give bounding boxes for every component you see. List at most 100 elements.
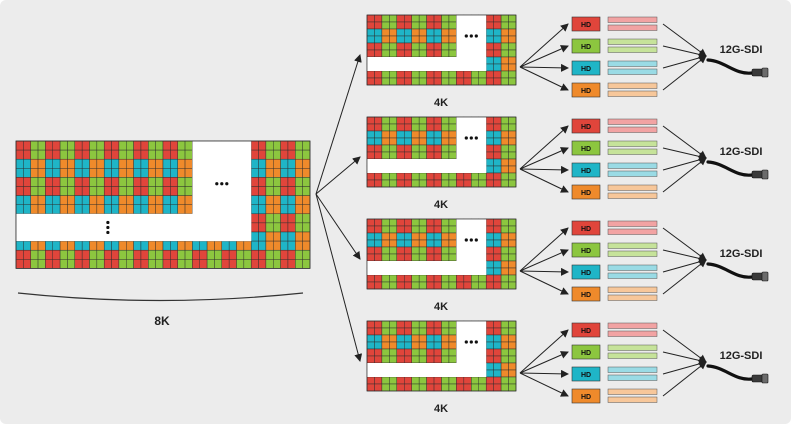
hd-box [571, 242, 601, 258]
hd-box [571, 184, 601, 200]
sdi-cable-icon [706, 364, 769, 384]
link-bar [607, 90, 658, 97]
output-arrow [662, 157, 707, 193]
link-arrow [519, 165, 569, 174]
link-bar [607, 250, 658, 257]
quadrant-gap-horizontal [367, 363, 487, 377]
split-arrow-2 [315, 156, 361, 195]
hd-box [571, 118, 601, 134]
link-arrow [519, 270, 569, 295]
hd-label: HD [581, 168, 591, 175]
hd-label: HD [581, 270, 591, 277]
link-bar [607, 352, 658, 359]
link-bar [607, 38, 658, 45]
quadrant-ellipsis [464, 136, 478, 140]
split-arrow-1 [315, 54, 362, 195]
link-bar [607, 16, 658, 23]
link-bar [607, 46, 658, 53]
link-bar [607, 162, 658, 169]
link-bar [607, 24, 658, 31]
output-12g-sdi-label: 12G-SDI [720, 350, 763, 362]
link-bar [607, 228, 658, 235]
quadrant-4k-frame [366, 14, 517, 86]
link-bar [607, 264, 658, 271]
link-arrow [519, 147, 569, 170]
split-arrow-4 [315, 193, 363, 362]
quadrant-gap-horizontal [367, 159, 487, 173]
quadrant-4k-label: 4K [434, 199, 448, 211]
link-arrow [519, 369, 569, 378]
output-arrow [662, 259, 707, 295]
hd-box [571, 322, 601, 338]
link-bar [607, 82, 658, 89]
link-arrow [519, 63, 569, 72]
link-bar [607, 272, 658, 279]
source-8k-brace [17, 292, 304, 302]
output-arrow [662, 258, 707, 273]
quadrant-4k-label: 4K [434, 97, 448, 109]
hd-box [571, 264, 601, 280]
hd-label: HD [581, 146, 591, 153]
hd-box [571, 220, 601, 236]
quadrant-ellipsis [464, 340, 478, 344]
link-bar [607, 344, 658, 351]
hd-box [571, 286, 601, 302]
output-12g-sdi-label: 12G-SDI [720, 146, 763, 158]
link-arrow [519, 168, 569, 193]
hd-label: HD [581, 190, 591, 197]
output-12g-sdi-label: 12G-SDI [720, 248, 763, 260]
link-bar [607, 294, 658, 301]
link-bar [607, 366, 658, 373]
output-arrow [662, 55, 707, 91]
sdi-cable-icon [706, 262, 769, 282]
hd-label: HD [581, 292, 591, 299]
link-bar [607, 374, 658, 381]
link-arrow [519, 66, 569, 91]
link-bar [607, 396, 658, 403]
quadrant-4k-frame [366, 218, 517, 290]
hd-label: HD [581, 88, 591, 95]
hd-label: HD [581, 394, 591, 401]
link-arrow [519, 329, 569, 374]
link-bar [607, 286, 658, 293]
link-arrow [519, 45, 569, 68]
link-bar [607, 192, 658, 199]
hd-box [571, 38, 601, 54]
link-bar [607, 388, 658, 395]
hd-label: HD [581, 226, 591, 233]
link-bar [607, 126, 658, 133]
split-arrow-3 [315, 193, 361, 260]
quadrant-rows: 4K HD HD HD HD 12G-SDI 4K HD HD HD HD 12G-SDI 4K HD HD… [366, 14, 769, 415]
quadrant-ellipsis [464, 238, 478, 242]
source-8k-frame [15, 140, 311, 269]
hd-box [571, 162, 601, 178]
link-arrow [519, 351, 569, 374]
hd-label: HD [581, 44, 591, 51]
quadrant-4k-frame [366, 320, 517, 392]
hd-box [571, 140, 601, 156]
quadrant-gap-horizontal [367, 57, 487, 71]
split-arrows [315, 54, 363, 362]
hd-box [571, 344, 601, 360]
hd-box [571, 82, 601, 98]
link-arrow [519, 249, 569, 272]
output-arrow [662, 360, 707, 375]
link-arrow [519, 227, 569, 272]
quadrant-row-2: 4K HD HD HD HD 12G-SDI [366, 116, 769, 211]
link-bar [607, 242, 658, 249]
link-bar [607, 220, 658, 227]
sdi-cable-icon [706, 58, 769, 78]
link-bar [607, 140, 658, 147]
output-arrow [662, 361, 707, 397]
link-bar [607, 184, 658, 191]
hd-label: HD [581, 124, 591, 131]
output-12g-sdi-label: 12G-SDI [720, 44, 763, 56]
hd-box [571, 60, 601, 76]
quadrant-4k-label: 4K [434, 301, 448, 313]
source-8k-ellipsis-horizontal [215, 182, 229, 186]
